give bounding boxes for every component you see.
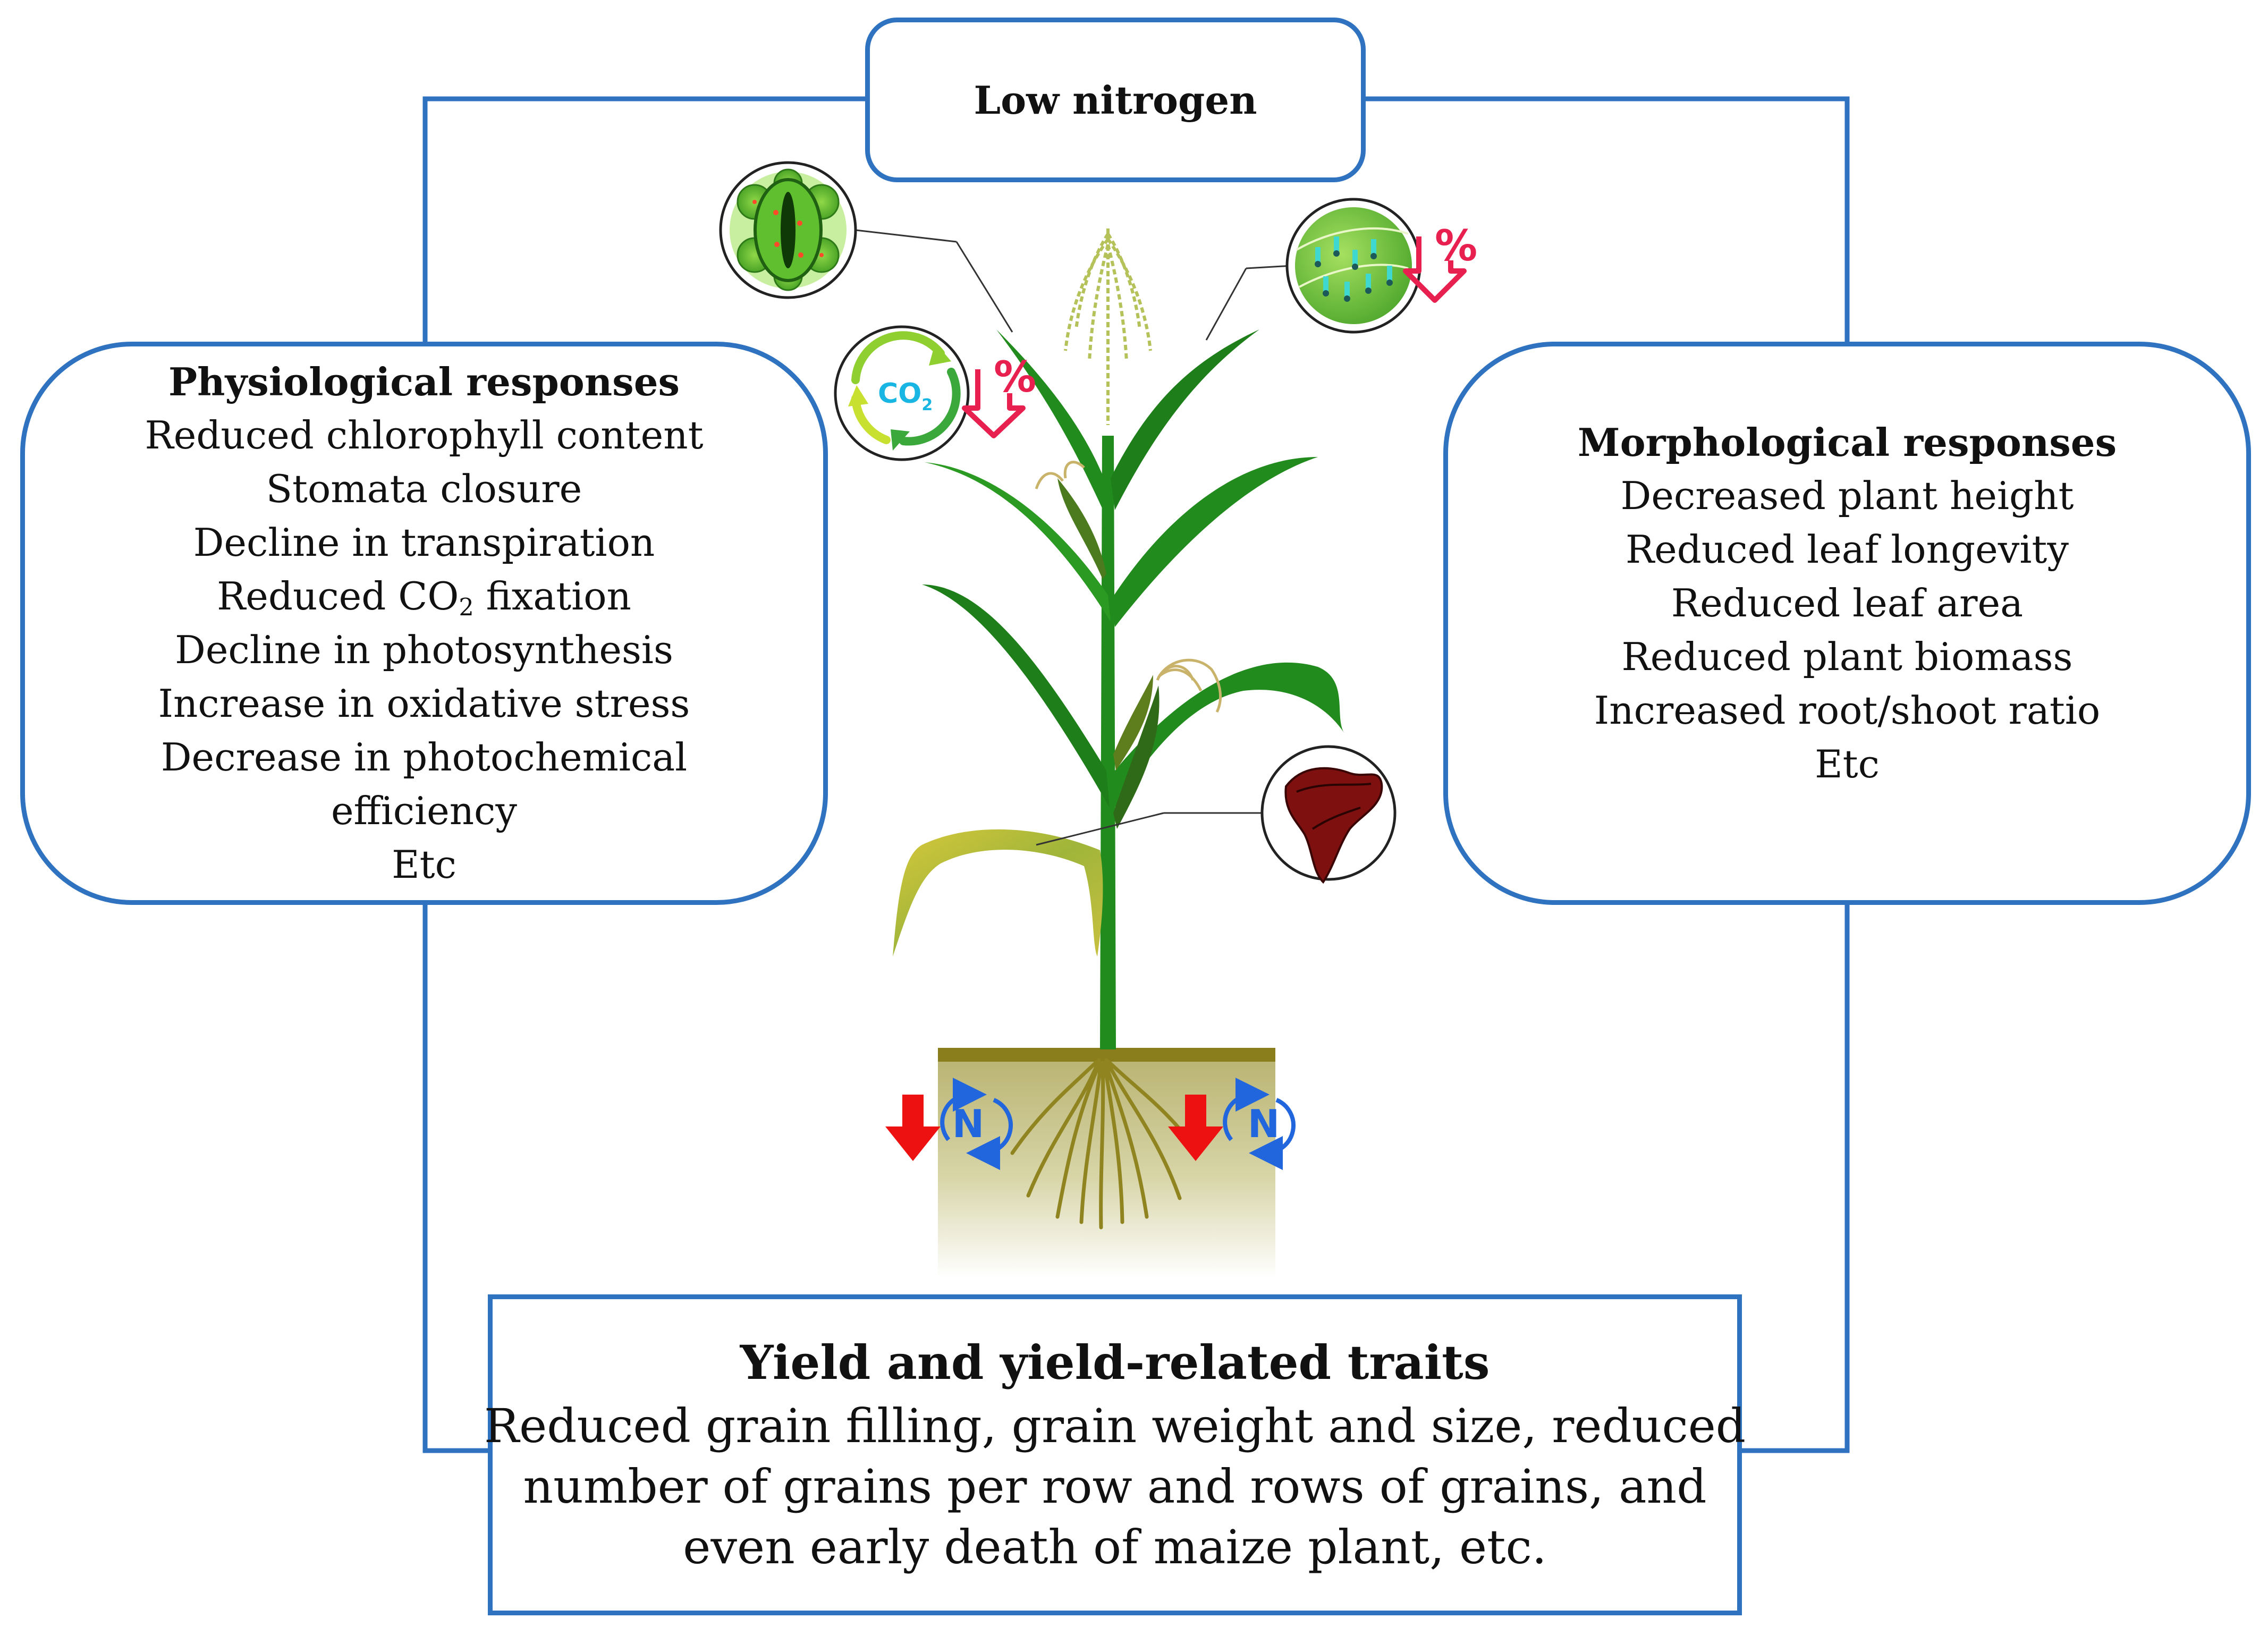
connector-top-left (422, 96, 867, 342)
nitrogen-cycle-icon: N (940, 1078, 1013, 1170)
connector-top-right (1364, 96, 1850, 342)
co2-cycle-icon: CO2 (834, 325, 970, 461)
morphological-title: Morphological responses (1577, 420, 2117, 465)
morphological-item: Reduced plant biomass (1621, 634, 2073, 679)
percent-label: % (994, 352, 1036, 402)
percent-decrease-icon-co2: % (962, 352, 1036, 438)
morphological-responses-box: Morphological responses Decreased plant … (1443, 342, 2251, 905)
physiological-item: efficiency (331, 789, 518, 833)
yield-traits-box: Yield and yield-related traits Reduced g… (484, 1294, 1746, 1615)
physiological-item: Stomata closure (266, 467, 582, 511)
physiological-item: Reduced chlorophyll content (145, 413, 704, 458)
nitrogen-cycle-icon: N (1223, 1078, 1296, 1170)
leaf-surface-icon (1285, 198, 1421, 334)
red-down-arrow-icon (1168, 1095, 1223, 1161)
low-nitrogen-box: Low nitrogen (865, 18, 1366, 182)
soil-nitrogen-decrease-right: N (1168, 1078, 1296, 1170)
co2-icon-label: CO2 (878, 378, 933, 414)
maize-plant (893, 228, 1344, 1049)
callout-lines (855, 229, 1293, 846)
morphological-item: Decreased plant height (1620, 473, 2074, 518)
physiological-item-co2: Reduced CO2 fixation (217, 574, 631, 622)
roots (1010, 1058, 1200, 1230)
soil-nitrogen-decrease-left: N (885, 1078, 1013, 1170)
yield-line: number of grains per row and rows of gra… (523, 1459, 1707, 1514)
yield-line: even early death of maize plant, etc. (683, 1520, 1547, 1574)
nitrogen-label: N (1248, 1102, 1280, 1146)
tassel (1064, 228, 1152, 425)
physiological-item: Decline in transpiration (193, 520, 655, 565)
connector-lines (422, 96, 1850, 1453)
morphological-item: Etc (1815, 742, 1880, 786)
connector-right-bottom (1742, 905, 1850, 1453)
yield-line: Reduced grain filling, grain weight and … (484, 1399, 1746, 1453)
physiological-item: Etc (392, 842, 456, 887)
nitrogen-label: N (952, 1102, 984, 1146)
physiological-item: Decrease in photochemical (160, 735, 688, 780)
morphological-item: Reduced leaf area (1671, 581, 2024, 625)
physiological-responses-box: Physiological responses Reduced chloroph… (20, 342, 828, 905)
connector-left-bottom (422, 905, 488, 1453)
physiological-title: Physiological responses (168, 359, 680, 404)
red-down-arrow-icon (885, 1095, 941, 1161)
physiological-item: Decline in photosynthesis (175, 628, 673, 672)
percent-decrease-icon-leaf: % (1403, 221, 1477, 303)
low-nitrogen-title: Low nitrogen (974, 77, 1257, 123)
physiological-item: Increase in oxidative stress (158, 681, 690, 726)
yield-title: Yield and yield-related traits (740, 1335, 1490, 1390)
morphological-item: Increased root/shoot ratio (1594, 688, 2101, 733)
stomata-icon (719, 161, 857, 299)
damaged-tissue-icon (1260, 745, 1397, 884)
percent-label: % (1435, 221, 1477, 270)
morphological-item: Reduced leaf longevity (1625, 527, 2069, 572)
